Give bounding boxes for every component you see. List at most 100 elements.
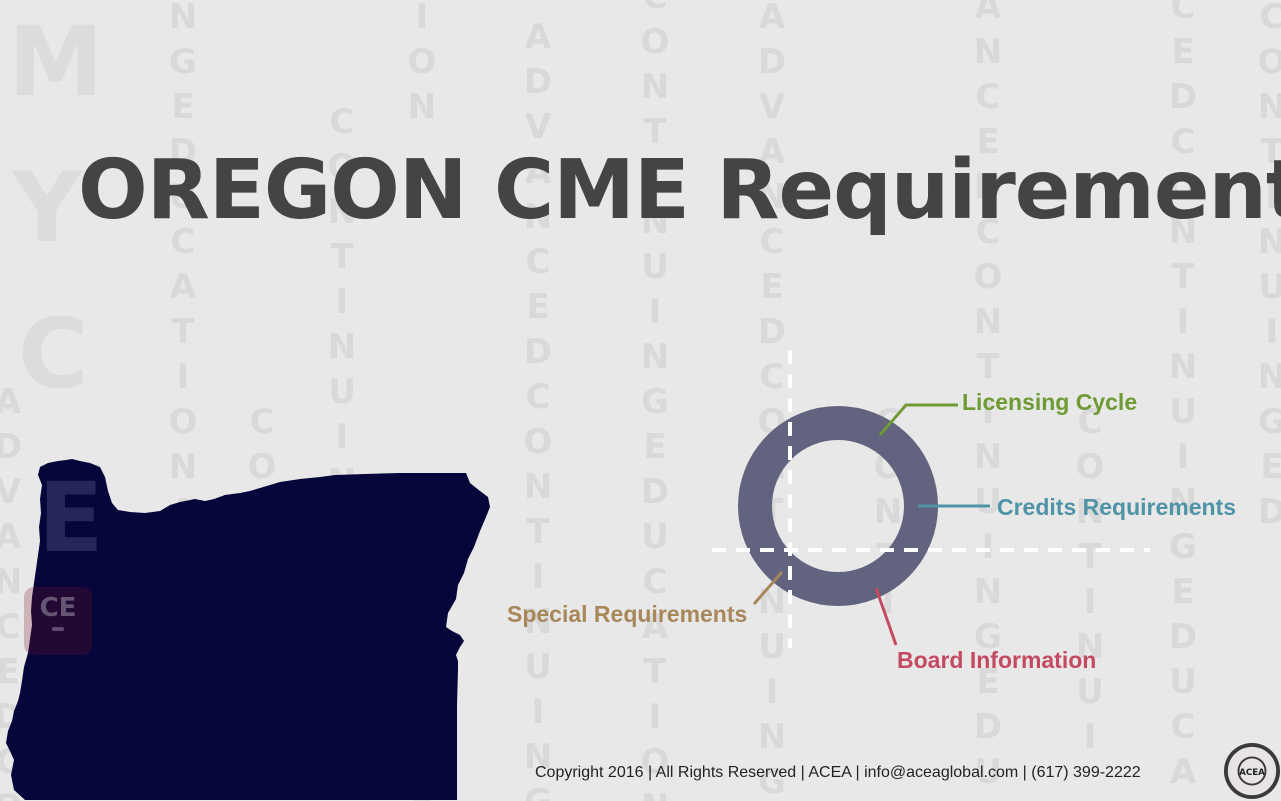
watermark-letter: O	[757, 402, 787, 442]
watermark-letter: N	[1257, 222, 1281, 262]
watermark-letter: A	[641, 607, 669, 647]
watermark-letter: N	[407, 87, 437, 127]
ce-badge-text: CE	[39, 593, 77, 623]
watermark-letter: O	[640, 742, 670, 782]
watermark-letter: E	[171, 87, 195, 127]
watermark-letter: C	[875, 402, 901, 442]
acea-seal-logo: ACEA	[1223, 742, 1281, 800]
watermark-letter: D	[1257, 492, 1281, 532]
watermark-letter: I	[881, 582, 895, 622]
watermark-letter: I	[648, 157, 662, 197]
watermark-letter: I	[765, 672, 779, 712]
watermark-letter: C	[525, 242, 551, 282]
watermark-letter: O	[247, 447, 277, 487]
licensing-cycle-label[interactable]: Licensing Cycle	[962, 389, 1138, 415]
watermark-letter: G	[758, 762, 786, 801]
watermark-letter: C	[249, 402, 275, 442]
watermark-letter: N	[757, 177, 787, 217]
watermark-letter: I	[981, 527, 995, 567]
watermark-letter: C	[170, 222, 196, 262]
watermark-letter: T	[643, 112, 667, 152]
watermark-letter: N	[640, 67, 670, 107]
watermark-letter: N	[523, 197, 553, 237]
watermark-letter: N	[873, 492, 903, 532]
watermark-letter: N	[523, 467, 553, 507]
watermark-letter: N	[168, 0, 198, 37]
watermark-letter: D	[640, 472, 670, 512]
watermark-letter: I	[648, 697, 662, 737]
watermark-letter: N	[635, 785, 675, 801]
watermark-letter: I	[176, 357, 190, 397]
watermark-letter: N	[1168, 347, 1198, 387]
watermark-letter: C	[759, 357, 785, 397]
watermark-letter: N	[168, 447, 198, 487]
watermark-letter-e: E	[38, 462, 104, 574]
watermark-letter: U	[328, 372, 356, 412]
watermark-letter: E	[1260, 447, 1281, 487]
watermark-letter: I	[1083, 582, 1097, 622]
watermark-letter: T	[526, 512, 550, 552]
watermark-letter: N	[327, 192, 357, 232]
watermark-letter: V	[524, 107, 552, 147]
watermark-letter: G	[974, 617, 1002, 657]
watermark-letter: U	[641, 517, 669, 557]
watermark-letter: O	[873, 447, 903, 487]
watermark-letter: I	[981, 392, 995, 432]
watermark-letter: D	[973, 707, 1003, 747]
watermark-letter: N	[523, 602, 553, 642]
watermark-letter: A	[524, 152, 552, 192]
board-information-label[interactable]: Board Information	[897, 647, 1097, 673]
watermark-letter: N	[1257, 87, 1281, 127]
watermark-letter-m: M	[8, 6, 104, 118]
watermark-letter: C	[759, 222, 785, 262]
watermark-letter: E	[976, 122, 1000, 162]
watermark-letter: E	[760, 267, 784, 307]
watermark-letter: D	[1168, 77, 1198, 117]
watermark-letter: N	[1168, 212, 1198, 252]
page-title: OREGON CME Requirements	[78, 143, 1281, 238]
watermark-letter: N	[973, 572, 1003, 612]
watermark-letter: T	[330, 237, 354, 277]
watermark-letter: O	[973, 257, 1003, 297]
credits-requirements-label[interactable]: Credits Requirements	[997, 494, 1237, 520]
watermark-letter: C	[329, 102, 355, 142]
watermark-letter: C	[1259, 0, 1281, 37]
watermark-letter: N	[973, 302, 1003, 342]
watermark-letter: I	[531, 557, 545, 597]
watermark-letter: I	[1083, 717, 1097, 757]
watermark-letter: N	[757, 582, 787, 622]
watermark-letter: N	[523, 737, 553, 777]
special-requirements-label[interactable]: Special Requirements	[507, 601, 748, 627]
watermark-letter-c: C	[18, 298, 89, 410]
watermark-letter: C	[1170, 707, 1196, 747]
watermark-letter: A	[169, 267, 197, 307]
watermark-letter: A	[0, 382, 22, 422]
watermark-letter: U	[974, 482, 1002, 522]
watermark-letter: E	[526, 287, 550, 327]
watermark-letter: D	[168, 132, 198, 172]
watermark-letter: U	[641, 247, 669, 287]
watermark-letter: T	[760, 492, 784, 532]
watermark-letter: V	[0, 472, 22, 512]
watermark-letter: N	[640, 337, 670, 377]
watermark-letter: T	[876, 537, 900, 577]
watermark-letter: I	[415, 0, 429, 37]
watermark-letter: D	[757, 312, 787, 352]
watermark-letter: V	[758, 87, 786, 127]
watermark-letter: U	[1169, 392, 1197, 432]
watermark-letter: D	[1168, 617, 1198, 657]
watermark-letter: N	[973, 437, 1003, 477]
watermark-column: CONTINUINGEDUCATIONASSO	[635, 0, 675, 801]
watermark-letter: I	[1176, 437, 1190, 477]
watermark-letter: G	[641, 382, 669, 422]
watermark-letter: I	[1265, 177, 1279, 217]
watermark-letter: O	[640, 22, 670, 62]
watermark-column: ADVANCEDCONTINUINGEDUC	[752, 0, 792, 801]
watermark-letter: O	[523, 422, 553, 462]
watermark-letter: C	[525, 377, 551, 417]
watermark-column: CEDCONTINUINGEDUCATION	[1163, 0, 1203, 801]
watermark-letter: I	[531, 692, 545, 732]
